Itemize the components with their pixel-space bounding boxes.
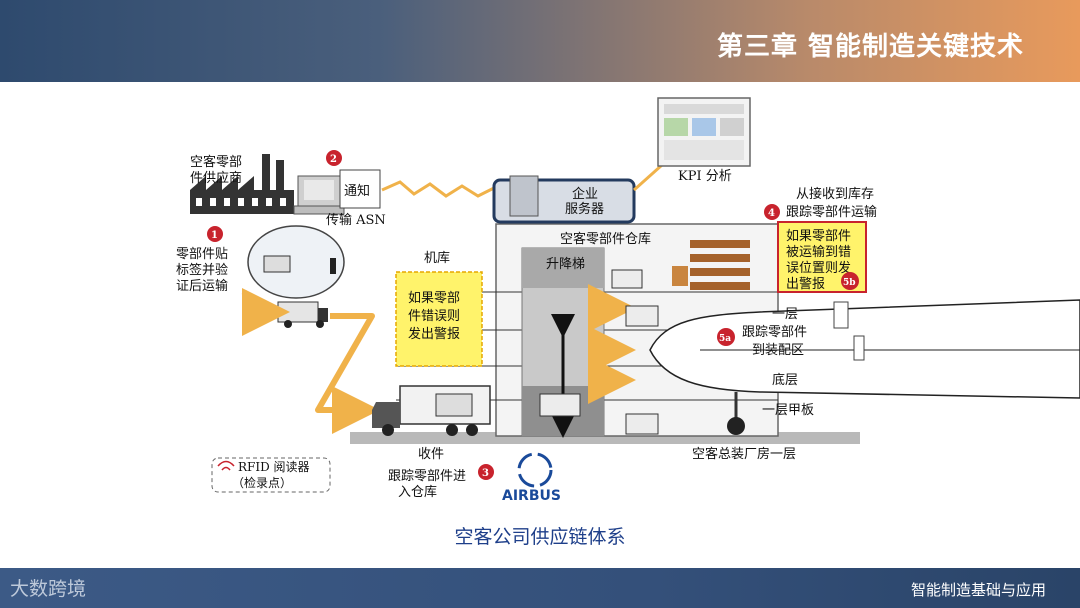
svg-text:零部件贴: 零部件贴 bbox=[176, 247, 228, 262]
step3-label-1: 跟踪零部件进 bbox=[388, 469, 466, 484]
slide-header: 第三章 智能制造关键技术 bbox=[0, 0, 1080, 82]
svg-text:RFID 阅读器: RFID 阅读器 bbox=[238, 460, 310, 474]
labeling-magnifier bbox=[247, 225, 345, 299]
svg-text:服务器: 服务器 bbox=[565, 201, 604, 217]
track-label-2: 跟踪零部件运输 bbox=[786, 204, 877, 220]
misroute-warning-box: 如果零部件 被运输到错 误位置则发 出警报 5b bbox=[777, 221, 867, 293]
svg-text:发出警报: 发出警报 bbox=[408, 326, 460, 342]
svg-text:1: 1 bbox=[211, 230, 218, 241]
landing-gear bbox=[727, 392, 745, 435]
floor-1-label: 一层 bbox=[772, 307, 798, 322]
wireless-signal-zigzag bbox=[381, 180, 495, 198]
svg-text:误位置则发: 误位置则发 bbox=[786, 260, 851, 276]
kpi-dashboard-screen bbox=[657, 97, 751, 167]
svg-text:件错误则: 件错误则 bbox=[408, 309, 460, 324]
svg-text:跟踪零部件: 跟踪零部件 bbox=[742, 325, 807, 340]
receive-label: 收件 bbox=[418, 447, 444, 462]
svg-text:AIRBUS: AIRBUS bbox=[502, 488, 561, 504]
svg-text:5b: 5b bbox=[843, 278, 856, 288]
step-badge-5a bbox=[717, 328, 735, 346]
footer-course-title: 智能制造基础与应用 bbox=[910, 581, 1046, 599]
airbus-logo: AIRBUS bbox=[502, 452, 561, 504]
step-badge-4 bbox=[764, 204, 780, 220]
slide-footer: 大数跨境 智能制造基础与应用 bbox=[0, 568, 1080, 608]
svg-text:2: 2 bbox=[330, 154, 337, 165]
svg-text:证后运输: 证后运输 bbox=[176, 278, 228, 294]
parts-boxes bbox=[539, 269, 659, 435]
computer-icon bbox=[293, 175, 345, 215]
small-truck bbox=[277, 301, 328, 328]
watermark-logo: 大数跨境 bbox=[10, 578, 87, 600]
plant-floor-label: 空客总装厂房一层 bbox=[692, 446, 796, 462]
svg-text:被运输到错: 被运输到错 bbox=[786, 244, 851, 260]
svg-text:4: 4 bbox=[768, 208, 775, 219]
notice-document: 通知 bbox=[339, 169, 381, 209]
kpi-label: KPI 分析 bbox=[678, 169, 732, 184]
supplier-label-2: 件供应商 bbox=[190, 170, 242, 186]
svg-text:3: 3 bbox=[482, 468, 489, 479]
svg-text:5a: 5a bbox=[719, 334, 731, 344]
delivery-truck bbox=[372, 385, 491, 436]
supplier-factory-icon bbox=[190, 154, 294, 214]
hangar-label: 机库 bbox=[424, 250, 450, 266]
svg-text:如果零部件: 如果零部件 bbox=[786, 228, 851, 244]
track-label-1: 从接收到库存 bbox=[796, 186, 874, 202]
svg-text:出警报: 出警报 bbox=[786, 276, 825, 292]
step-badge-2 bbox=[326, 150, 342, 166]
warehouse-label: 空客零部件仓库 bbox=[560, 231, 651, 247]
deck-label: 一层甲板 bbox=[762, 403, 814, 418]
bottom-floor-label: 底层 bbox=[772, 372, 798, 388]
step3-label-2: 入仓库 bbox=[398, 484, 437, 500]
svg-text:到装配区: 到装配区 bbox=[752, 343, 804, 358]
svg-text:通知: 通知 bbox=[344, 183, 370, 199]
supplier-label-1: 空客零部 bbox=[190, 154, 242, 170]
airplane-fuselage bbox=[649, 299, 1080, 399]
rfid-legend: RFID 阅读器 （检录点） bbox=[211, 457, 331, 493]
lift-label: 升降梯 bbox=[546, 257, 585, 272]
svg-text:如果零部: 如果零部 bbox=[408, 290, 460, 306]
flow-arrows bbox=[241, 284, 636, 434]
storage-shelves bbox=[672, 240, 750, 290]
svg-text:企业: 企业 bbox=[572, 186, 598, 202]
step-badge-3 bbox=[478, 464, 494, 480]
figure-caption: 空客公司供应链体系 bbox=[454, 526, 626, 548]
step-badge-1 bbox=[207, 226, 223, 242]
enterprise-server: 企业 服务器 bbox=[492, 175, 636, 224]
hangar-warning-box: 如果零部 件错误则 发出警报 bbox=[395, 271, 483, 367]
asn-label: 传输 ASN bbox=[326, 212, 386, 228]
chapter-title: 第三章 智能制造关键技术 bbox=[716, 32, 1024, 62]
svg-text:（检录点）: （检录点） bbox=[232, 475, 292, 490]
svg-text:标签并验: 标签并验 bbox=[176, 262, 228, 278]
